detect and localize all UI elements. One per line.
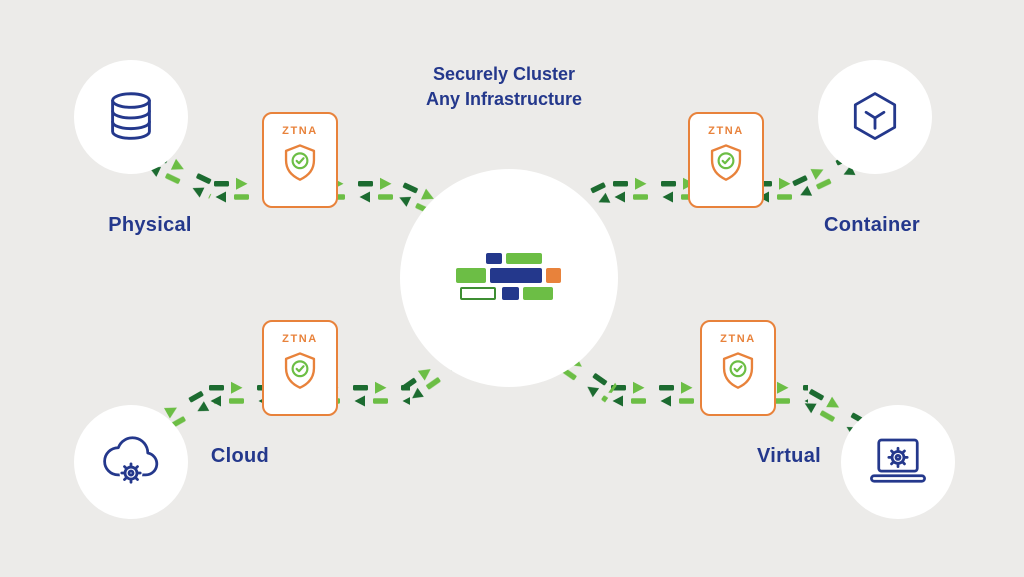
laptop-gear-icon [870, 438, 926, 483]
shield-check-icon [284, 352, 316, 389]
logo-block [460, 287, 496, 300]
logo-block [546, 268, 561, 283]
logo-block [502, 287, 519, 300]
database-icon [111, 92, 151, 140]
logo-block [486, 253, 502, 264]
node-virtual [841, 405, 955, 519]
logo-block [523, 287, 553, 300]
label-container: Container [823, 214, 921, 236]
ztna-badge-cloud: ZTNA [262, 320, 338, 416]
diagram-title: Securely Cluster Any Infrastructure [352, 62, 656, 112]
ztna-badge-virtual: ZTNA [700, 320, 776, 416]
shield-check-icon [710, 144, 742, 181]
label-physical: Physical [108, 214, 192, 236]
ztna-label: ZTNA [282, 333, 318, 345]
label-virtual: Virtual [757, 445, 821, 467]
title-line-1: Securely Cluster [432, 64, 576, 84]
cluster-logo [456, 253, 562, 303]
logo-block [456, 268, 486, 283]
ztna-label: ZTNA [720, 333, 756, 345]
cube-icon [853, 92, 897, 140]
logo-block [506, 253, 542, 264]
ztna-badge-container: ZTNA [688, 112, 764, 208]
shield-check-icon [284, 144, 316, 181]
cloud-gear-icon [103, 436, 159, 485]
node-physical [74, 60, 188, 174]
shield-check-icon [722, 352, 754, 389]
node-container [818, 60, 932, 174]
title-line-2: Any Infrastructure [425, 89, 583, 109]
ztna-label: ZTNA [708, 125, 744, 137]
node-cloud [74, 405, 188, 519]
label-cloud: Cloud [210, 445, 270, 467]
center-hub [400, 169, 618, 387]
logo-block [490, 268, 542, 283]
ztna-badge-physical: ZTNA [262, 112, 338, 208]
ztna-label: ZTNA [282, 125, 318, 137]
